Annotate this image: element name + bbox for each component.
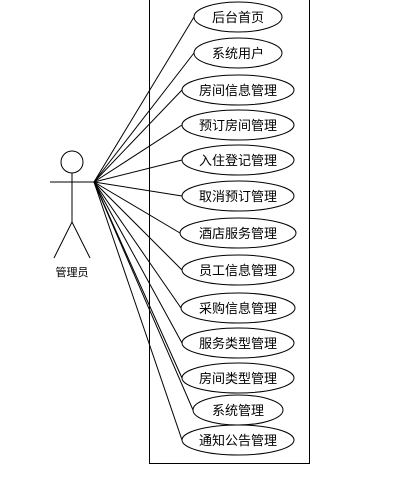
use-case: 取消预订管理 xyxy=(181,180,295,212)
association-line xyxy=(93,181,183,441)
actor-head xyxy=(60,150,84,174)
use-case-ellipse xyxy=(181,424,295,456)
use-case: 采购信息管理 xyxy=(180,292,296,324)
use-case: 后台首页 xyxy=(193,1,283,33)
use-case: 预订房间管理 xyxy=(181,109,295,141)
use-case: 员工信息管理 xyxy=(181,254,295,286)
use-case: 房间类型管理 xyxy=(181,362,295,394)
use-case-ellipse xyxy=(181,74,295,106)
association-line xyxy=(93,181,181,234)
use-case: 服务类型管理 xyxy=(181,327,295,359)
use-case-label: 通知公告管理 xyxy=(199,433,277,449)
use-case: 系统管理 xyxy=(192,394,284,426)
use-case-ellipse xyxy=(193,1,283,33)
actor-label: 管理员 xyxy=(56,265,89,279)
use-case: 系统用户 xyxy=(193,37,283,69)
use-case-ellipse xyxy=(181,109,295,141)
association-line xyxy=(93,181,183,344)
use-case-label: 采购信息管理 xyxy=(199,301,277,317)
use-cases: 后台首页系统用户房间信息管理预订房间管理入住登记管理取消预订管理酒店服务管理员工… xyxy=(179,1,297,456)
use-case-label: 员工信息管理 xyxy=(199,263,277,279)
use-case-ellipse xyxy=(181,254,295,286)
association-line xyxy=(93,124,183,183)
use-case-ellipse xyxy=(181,327,295,359)
use-case-ellipse xyxy=(181,144,295,176)
association-line xyxy=(93,16,195,183)
use-case-ellipse xyxy=(181,180,295,212)
use-case: 入住登记管理 xyxy=(181,144,295,176)
use-case-label: 取消预订管理 xyxy=(199,190,277,205)
actor-figure xyxy=(50,150,94,259)
actor-left-leg xyxy=(53,221,73,259)
use-case-label: 房间信息管理 xyxy=(199,83,277,99)
association-line xyxy=(93,89,183,183)
use-case-label: 入住登记管理 xyxy=(199,154,277,169)
association-line xyxy=(93,181,194,411)
use-case-label: 服务类型管理 xyxy=(199,336,277,352)
association-line xyxy=(93,181,182,309)
use-case-label: 系统管理 xyxy=(212,404,264,419)
use-case-ellipse xyxy=(193,37,283,69)
use-case-ellipse xyxy=(179,217,297,249)
use-case: 酒店服务管理 xyxy=(179,217,297,249)
use-case-label: 预订房间管理 xyxy=(199,118,277,134)
use-case: 通知公告管理 xyxy=(181,424,295,456)
association-line xyxy=(93,181,183,197)
actor-right-leg xyxy=(71,221,91,259)
association-line xyxy=(93,52,195,183)
use-case-label: 酒店服务管理 xyxy=(199,226,277,242)
association-line xyxy=(93,181,183,271)
use-case-label: 后台首页 xyxy=(212,11,264,26)
association-line xyxy=(93,159,183,183)
use-case-label: 房间类型管理 xyxy=(199,371,277,387)
use-case-ellipse xyxy=(181,362,295,394)
use-case-label: 系统用户 xyxy=(212,46,264,62)
system-boundary xyxy=(149,0,310,464)
use-case-ellipse xyxy=(180,292,296,324)
associations xyxy=(93,16,195,441)
use-case: 房间信息管理 xyxy=(181,74,295,106)
